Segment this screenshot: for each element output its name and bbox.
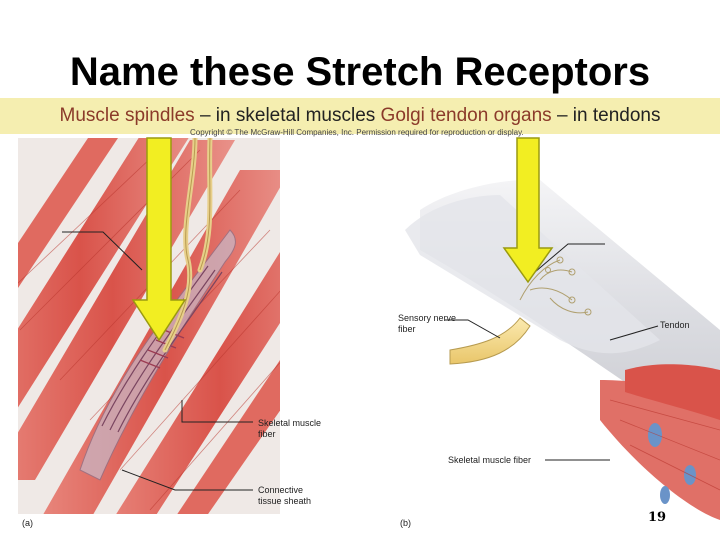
golgi-tendon-illustration <box>405 179 720 520</box>
panel-label-b: (b) <box>400 518 411 528</box>
muscle-spindles-desc: – in skeletal muscles <box>194 105 381 126</box>
slide-title: Name these Stretch Receptors <box>69 50 651 94</box>
spindle-nerve-fibers-outline <box>164 138 211 351</box>
golgi-tendon-organs-term: Golgi tendon organs <box>380 105 552 126</box>
arrow-muscle-spindle <box>131 137 187 342</box>
arrow-golgi-tendon-organ <box>502 137 554 284</box>
label-skeletal-muscle-fiber-b: Skeletal muscle fiber <box>448 455 532 465</box>
copyright-notice: Copyright © The McGraw-Hill Companies, I… <box>190 128 524 137</box>
golgi-tendon-organ-branches <box>519 256 592 316</box>
muscle-spindles-term: Muscle spindles <box>59 105 195 126</box>
leader-lines <box>62 231 659 491</box>
slide-subtitle: Muscle spindles – in skeletal muscles Go… <box>0 105 720 127</box>
label-connective-tissue-sheath: Connective tissue sheath <box>258 485 312 506</box>
spindle-capsule <box>79 229 236 481</box>
page-number: 19 <box>648 510 667 525</box>
label-sensory-nerve-fiber: Sensory nerve fiber <box>398 313 457 334</box>
panel-label-a: (a) <box>22 518 33 528</box>
subtitle-band <box>0 98 720 134</box>
skeletal-muscle-fibers-b <box>600 364 720 520</box>
sensory-nerve-fiber-shape <box>449 317 531 365</box>
label-skeletal-muscle-fiber-a: Skeletal muscle fiber <box>258 418 322 439</box>
muscle-spindle-illustration <box>18 138 280 514</box>
golgi-tendon-organs-desc: – in tendons <box>551 105 661 126</box>
label-tendon: Tendon <box>660 320 690 330</box>
